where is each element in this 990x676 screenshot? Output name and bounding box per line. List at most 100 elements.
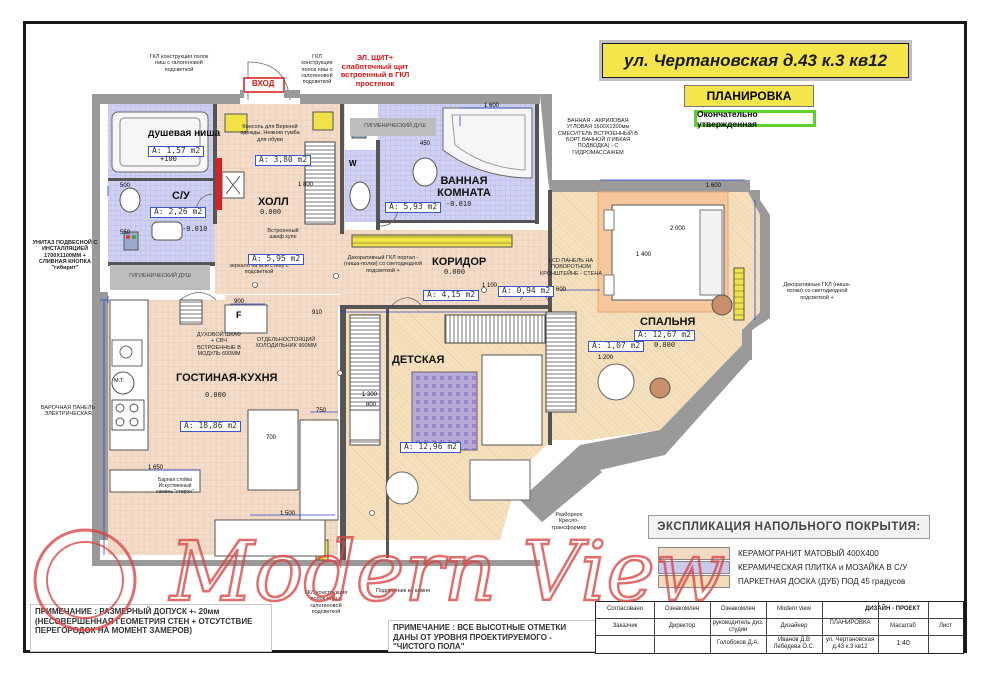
kids-chair (385, 471, 419, 505)
entrance-box (243, 77, 285, 93)
sink-bath (349, 181, 371, 211)
room-name-living-kitchen: ГОСТИНАЯ-КУХНЯ (176, 372, 278, 384)
electrical-panel-note: ЭЛ. ЩИТ+ слаботочный щит встроенный в ГК… (340, 53, 410, 88)
outer-wall-bottom (335, 560, 540, 566)
bath-note: ВАННАЯ - АКРИЛОВАЯ УГЛОВАЯ 1600Х1200мм С… (558, 118, 638, 156)
tb-designer-names: Иванов Д.В Лебедева О.С. (773, 637, 815, 650)
watermark-text: Modern View (168, 525, 725, 620)
window-mark: W (349, 159, 357, 168)
dim-450: 450 (420, 141, 431, 147)
approval-status: Окончательно утвержденная (697, 108, 758, 129)
tb-sheet-label: Лист (938, 623, 953, 629)
tb-head-name: Голобоков Д.А. (716, 640, 759, 646)
dim-1600-bath: 1 600 (484, 103, 500, 109)
room-area-corridor-2: A: 0,94 m2 (498, 286, 555, 297)
room-name-kids: ДЕТСКАЯ (392, 354, 445, 366)
approval-status-badge: Окончательно утвержденная (694, 108, 816, 129)
toilet-note: УНИТАЗ ПОДВЕСНОЙ С ИНСТАЛЛЯЦИЕЙ 1700Х110… (32, 240, 98, 272)
room-name-shower: душевая ниша (148, 128, 221, 139)
tb-project: ДИЗАЙН - ПРОЕКТ (864, 606, 921, 612)
mt-mark: M.T. (114, 378, 125, 384)
room-name-hall: ХОЛЛ (258, 196, 289, 208)
room-level-corridor: 0.000 (444, 268, 466, 276)
dim-1100: 1 100 (482, 283, 498, 289)
legend-swatch-parquet (658, 575, 730, 588)
bedroom-decor-niche (733, 267, 745, 321)
dim-1600-bedroom: 1 600 (706, 183, 722, 189)
tb-scale-label: Масштаб (890, 623, 916, 629)
tb-agreed: Согласовано (606, 606, 644, 612)
outer-wall-bay (520, 335, 750, 520)
dim-1300: 1 300 (362, 392, 378, 398)
bedroom-armchair (597, 363, 635, 401)
dim-750: 750 (316, 408, 327, 414)
address-banner: ул. Чертановская д.43 к.3 кв12 (602, 43, 909, 78)
legend-item-porcelain: КЕРАМОГРАНИТ МАТОВЫЙ 400Х400 (658, 547, 926, 560)
dim-1400: 1 400 (636, 252, 652, 258)
room-name-bathroom: ВАННАЯ КОМНАТА (437, 175, 491, 200)
tb-scale: 1:40 (896, 640, 910, 647)
room-level-bathroom: -0.010 (446, 200, 472, 208)
shower-tray (111, 111, 209, 173)
legend-item-parquet: ПАРКЕТНАЯ ДОСКА (ДУБ) ПОД 45 градусов (658, 575, 926, 588)
tb-customer: Заказчик (612, 623, 638, 629)
corner-bath (442, 107, 533, 179)
legend-label-tile: КЕРАМИЧЕСКАЯ ПЛИТКА и МОЗАЙКА В С/У (738, 563, 908, 572)
hygienic-shower-top-label: ГИГИЕНИЧЕСКИЙ ДУШ (364, 123, 426, 129)
hygienic-shower-top (350, 118, 436, 136)
legend-swatch-porcelain (658, 547, 730, 560)
red-strip-wc (216, 158, 222, 210)
corridor-decor-note: Декоративный ГКЛ портал - (ниша-полки) с… (343, 255, 423, 274)
room-area-bedroom-2: A: 1,07 m2 (588, 341, 645, 352)
room-level-bedroom: 0.000 (654, 341, 676, 349)
dim-600: 600 (556, 287, 567, 293)
room-level-shower: +100 (160, 155, 177, 163)
legend-title: ЭКСПЛИКАЦИЯ НАПОЛЬНОГО ПОКРЫТИЯ: (648, 515, 930, 539)
dim-800: 800 (366, 402, 377, 408)
dining-table (247, 409, 299, 491)
room-area-bedroom: A: 12,67 m2 (634, 330, 695, 341)
entrance-label: ВХОД (252, 79, 275, 88)
room-name-corridor: КОРИДОР (432, 256, 487, 268)
dim-1500: 1 500 (280, 511, 296, 517)
tb-acquainted: Ознакомлен (664, 606, 700, 612)
hygienic-shower-left-label: ГИГИЕНИЧЕСКИЙ ДУШ (129, 273, 191, 279)
address-text: ул. Чертановская д.43 к.3 кв12 (623, 50, 888, 70)
legend-label-parquet: ПАРКЕТНАЯ ДОСКА (ДУБ) ПОД 45 градусов (738, 577, 906, 586)
room-area-bathroom: A: 5,93 m2 (385, 202, 442, 213)
toilet-bath (412, 157, 438, 187)
fridge-note: ОТДЕЛЬНОСТОЯЩИЙ ХОЛОДИЛЬНИК 900ММ (255, 337, 317, 350)
chair-note: Разборное Кресло-трансформер (551, 512, 587, 531)
legend-title-text: ЭКСПЛИКАЦИЯ НАПОЛЬНОГО ПОКРЫТИЯ: (657, 521, 921, 533)
dim-2000: 2 000 (670, 226, 686, 232)
dim-1650: 1 650 (148, 465, 164, 471)
sink-wc (119, 187, 141, 213)
gkl-niche-note-left: ГКЛ конструкция полок ниш с галогеновой … (149, 54, 209, 73)
plan-title: ПЛАНИРОВКА (706, 89, 792, 103)
kids-rug (411, 371, 478, 451)
toilet-wc (151, 221, 183, 241)
dim-700: 700 (266, 435, 277, 441)
room-name-wc: С/У (172, 190, 190, 202)
console-note: Консоль для Верхней одежды, Нежняя тумба… (240, 124, 300, 143)
legend-label-porcelain: КЕРАМОГРАНИТ МАТОВЫЙ 400Х400 (738, 549, 879, 558)
room-name-bedroom: СПАЛЬНЯ (640, 316, 696, 328)
tb-object: ул. Чертановская д.43 к.3 кв12 (825, 637, 875, 650)
footnote-levels: ПРИМЕЧАНИЕ : ВСЕ ВЫСОТНЫЕ ОТМЕТКИ ДАНЫ О… (388, 620, 598, 652)
legend-item-tile: КЕРАМИЧЕСКАЯ ПЛИТКА и МОЗАЙКА В С/У (658, 561, 926, 574)
gkl-bottom-note: ГКЛ конструкция полок ниш с галогеновой … (304, 590, 348, 615)
dim-550: 550 (120, 230, 131, 236)
tb-sheet-name: ПЛАНИРОВКА (829, 620, 871, 626)
kids-bed (481, 354, 543, 446)
tb-acquainted-2: Ознакомлен (720, 606, 756, 612)
room-area-hall: A: 5,95 m2 (248, 254, 305, 265)
hygienic-shower-left (110, 265, 210, 290)
outer-wall-top (300, 94, 540, 104)
dim-500: 500 (120, 183, 131, 189)
room-level-living-kitchen: 0.000 (205, 391, 227, 399)
tb-head: руководитель диз. студии (712, 620, 764, 633)
oven-note: ДУХОВОЙ ШКАФ + СВЧ ВСТРОЕННЫЕ В МОДУЛЬ 6… (196, 332, 242, 357)
title-block: Согласовано Ознакомлен Ознакомлен Modern… (595, 601, 964, 654)
fridge-mark: F (236, 310, 242, 320)
